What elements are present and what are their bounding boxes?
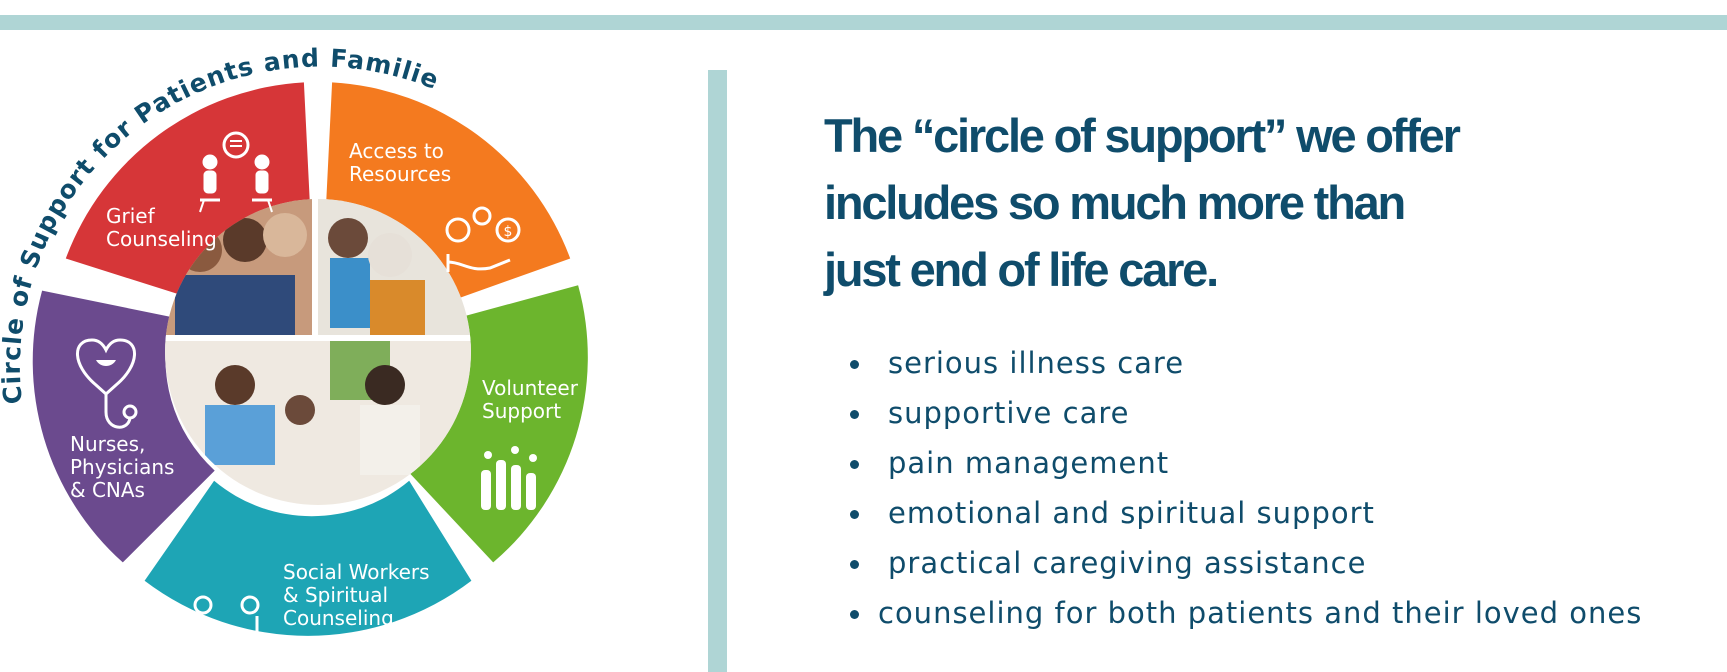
label-social-workers: Social Workers & Spiritual Counseling <box>283 560 436 630</box>
segment-access-to-resources <box>326 82 571 301</box>
service-item: pain management <box>850 438 1642 488</box>
resources-hand-icon: $ <box>445 206 521 272</box>
label-grief-counseling: Grief Counseling <box>106 204 217 251</box>
service-item: serious illness care <box>850 338 1642 388</box>
service-item: emotional and spiritual support <box>850 488 1642 538</box>
segment-volunteer-support <box>407 285 588 563</box>
service-item: supportive care <box>850 388 1642 438</box>
label-nurses-physicians: Nurses, Physicians & CNAs <box>70 432 181 502</box>
segment-social-workers <box>144 480 472 636</box>
headline: The “circle of support” we offer include… <box>824 102 1664 303</box>
heart-stethoscope-icon <box>76 338 138 429</box>
segment-grief-counseling <box>65 82 310 296</box>
circle-of-support-diagram: Circle of Support for Patients and Famil… <box>0 40 640 672</box>
headline-line: The “circle of support” we offer <box>824 109 1461 162</box>
vertical-divider <box>708 70 727 672</box>
label-access-to-resources: Access to Resources <box>349 139 451 186</box>
service-item: counseling for both patients and their l… <box>850 588 1642 638</box>
headline-line: includes so much more than <box>824 176 1406 229</box>
counseling-session-icon <box>199 131 273 213</box>
service-item: practical caregiving assistance <box>850 538 1642 588</box>
top-accent-bar <box>0 15 1727 30</box>
services-list: serious illness care supportive care pai… <box>850 338 1642 638</box>
headline-line: just end of life care. <box>824 243 1219 296</box>
svg-text:$: $ <box>504 224 513 240</box>
raised-hands-hearts-icon <box>481 446 537 510</box>
two-people-talking-icon <box>190 595 263 652</box>
label-volunteer-support: Volunteer Support <box>482 376 584 423</box>
